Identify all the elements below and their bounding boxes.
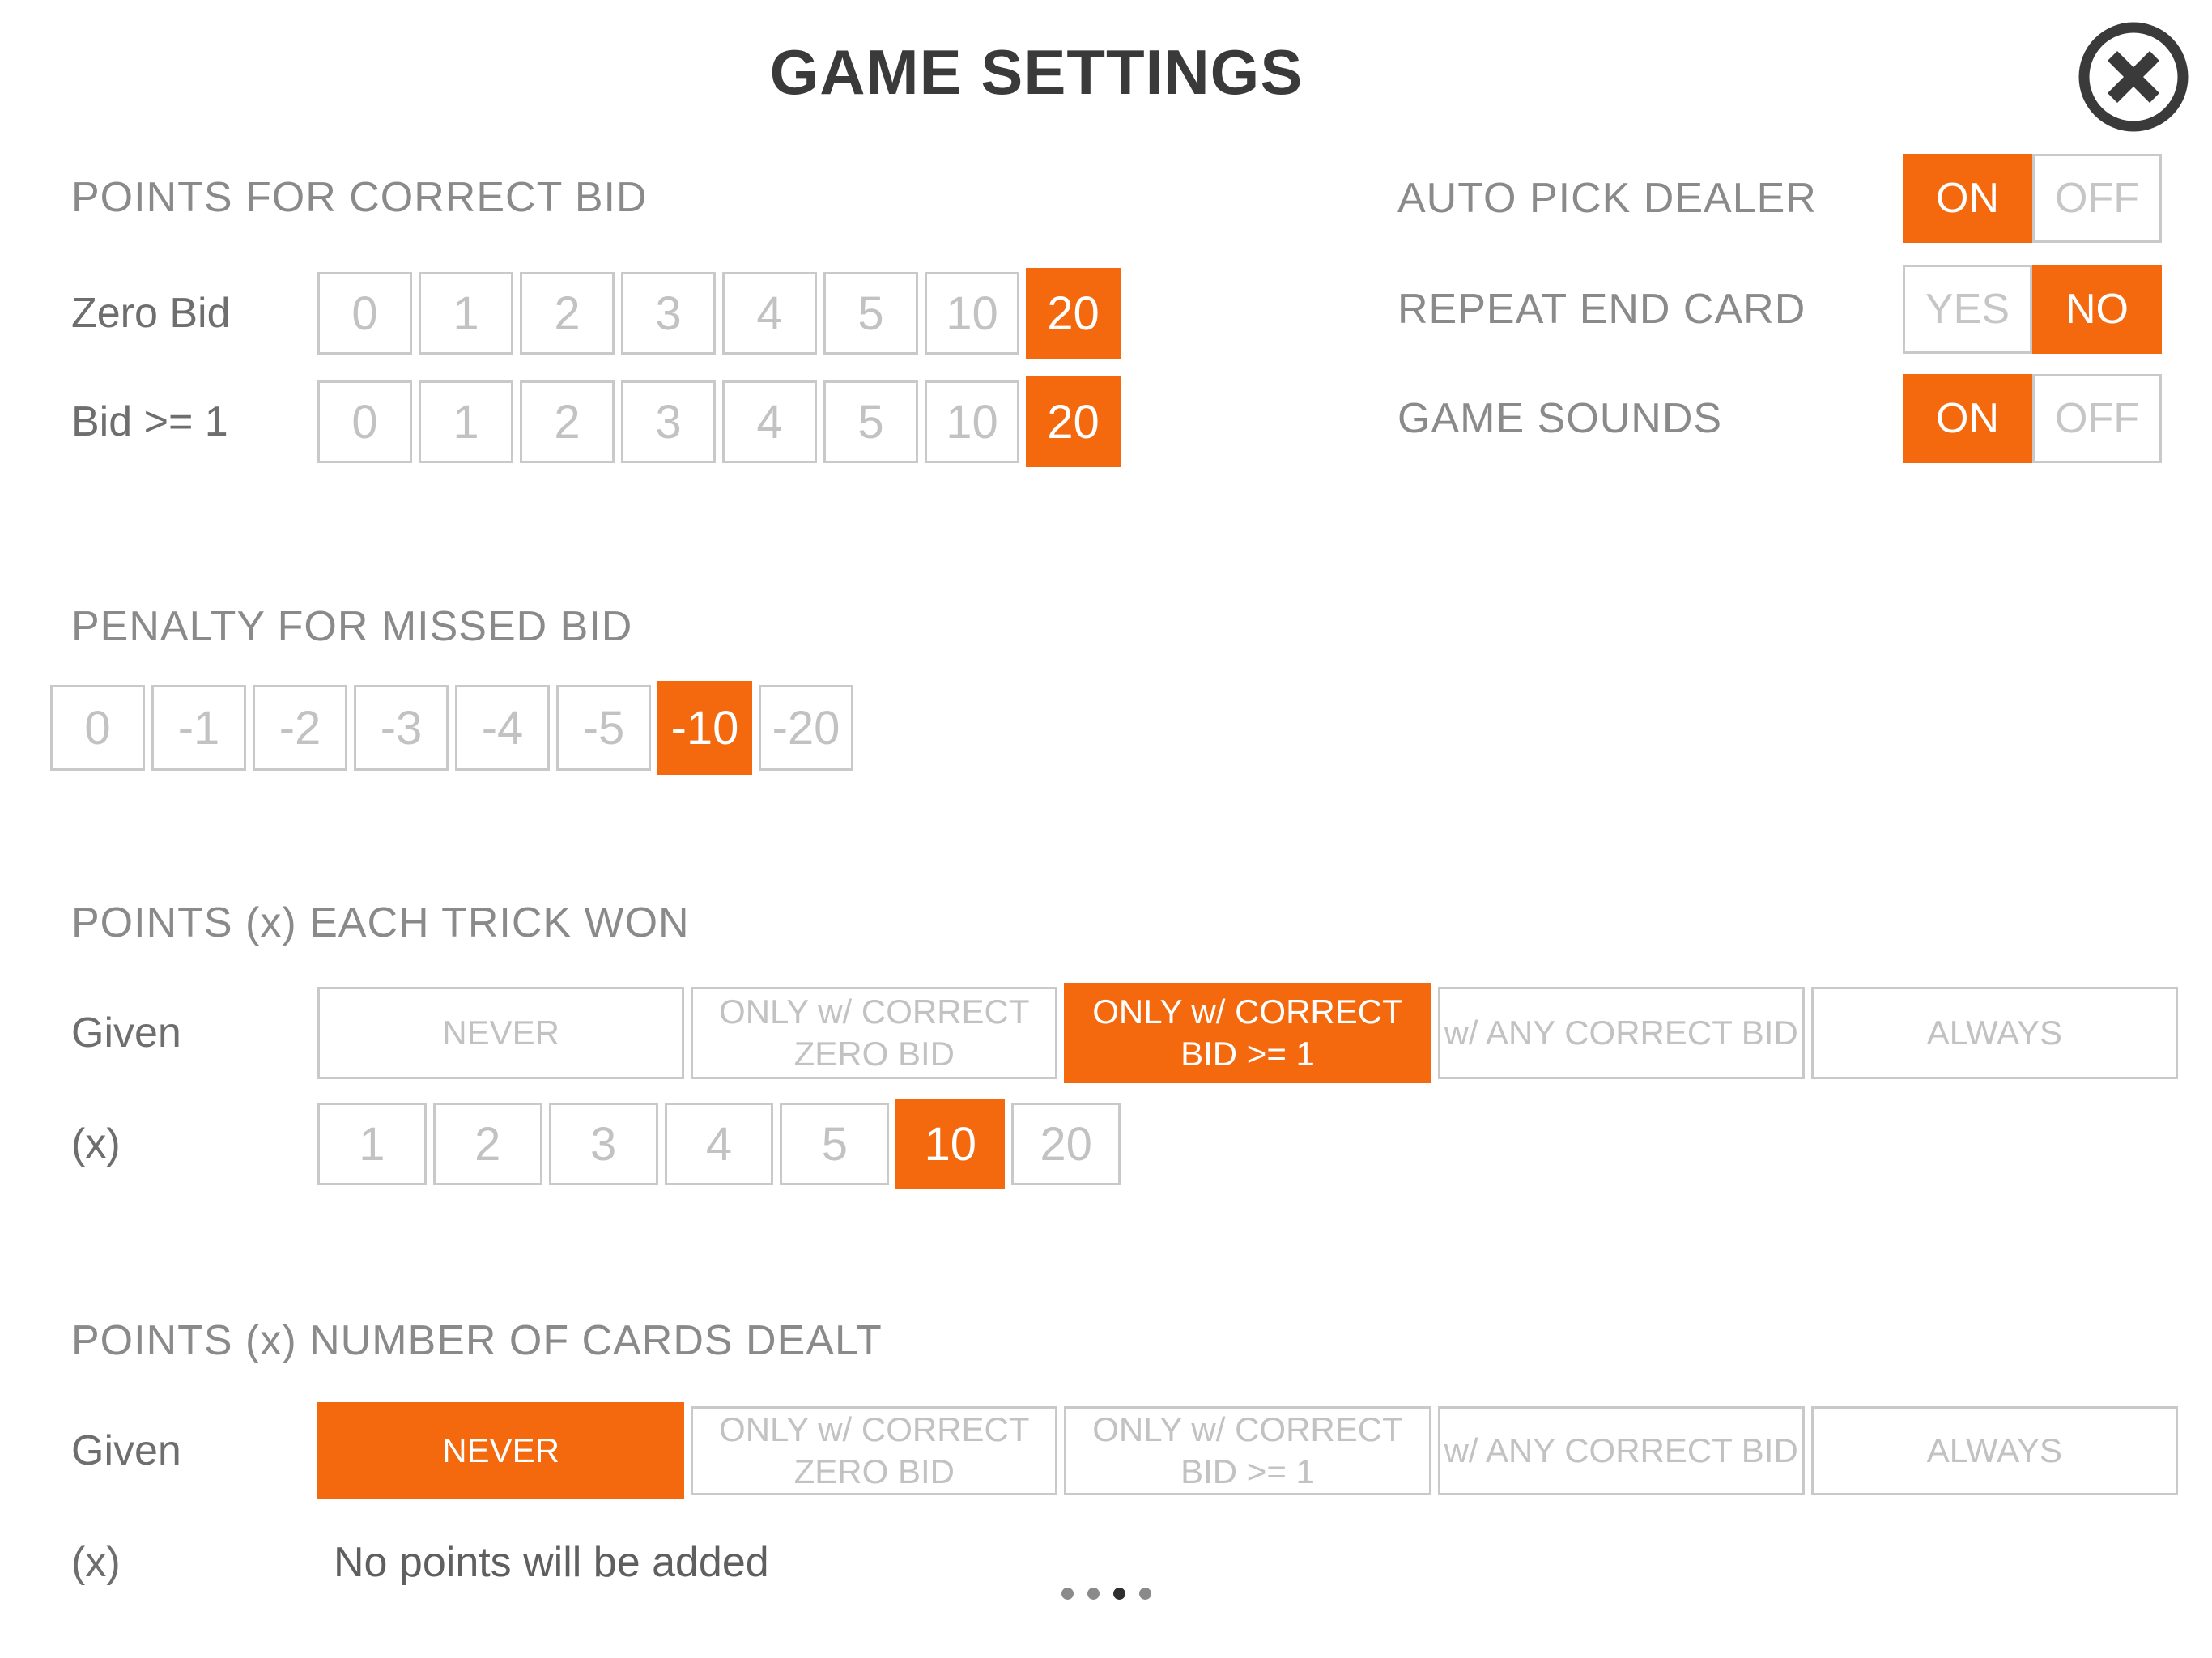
- auto-pick-dealer-toggle: ON OFF: [1903, 154, 2162, 243]
- cards-dealt-given-never-selected[interactable]: NEVER: [317, 1402, 685, 1499]
- cards-dealt-given-any-correct-bid[interactable]: w/ ANY CORRECT BID: [1437, 1406, 1805, 1495]
- penalty-option--5[interactable]: -5: [556, 685, 651, 771]
- page-dot-1[interactable]: [1061, 1588, 1074, 1600]
- cards-dealt-given-selector: NEVER ONLY w/ CORRECT ZERO BID ONLY w/ C…: [317, 1402, 2179, 1499]
- trick-won-given-never[interactable]: NEVER: [317, 987, 685, 1079]
- section-heading-cards-dealt: POINTS (x) NUMBER OF CARDS DEALT: [71, 1317, 883, 1364]
- penalty-option--20[interactable]: -20: [759, 685, 853, 771]
- zero-bid-option-3[interactable]: 3: [621, 272, 716, 355]
- trick-won-given-label: Given: [71, 1010, 181, 1056]
- penalty-option--2[interactable]: -2: [253, 685, 347, 771]
- penalty-option-0[interactable]: 0: [50, 685, 145, 771]
- bid-ge-1-option-2[interactable]: 2: [520, 380, 615, 463]
- penalty-option--4[interactable]: -4: [455, 685, 550, 771]
- repeat-end-card-no-selected[interactable]: NO: [2032, 265, 2162, 354]
- penalty-selector: 0 -1 -2 -3 -4 -5 -10 -20: [50, 681, 853, 775]
- bid-ge-1-label: Bid >= 1: [71, 398, 228, 445]
- bid-ge-1-selector: 0 1 2 3 4 5 10 20: [317, 376, 1121, 467]
- repeat-end-card-label: REPEAT END CARD: [1397, 286, 1806, 333]
- auto-pick-dealer-label: AUTO PICK DEALER: [1397, 175, 1817, 222]
- cards-dealt-given-only-correct-bid-ge-1[interactable]: ONLY w/ CORRECT BID >= 1: [1064, 1406, 1431, 1495]
- cards-dealt-given-label: Given: [71, 1427, 181, 1474]
- penalty-option--3[interactable]: -3: [354, 685, 449, 771]
- trick-won-given-selector: NEVER ONLY w/ CORRECT ZERO BID ONLY w/ C…: [317, 983, 2179, 1083]
- trick-won-multiplier-1[interactable]: 1: [317, 1103, 427, 1185]
- zero-bid-option-2[interactable]: 2: [520, 272, 615, 355]
- page-title: GAME SETTINGS: [769, 36, 1304, 108]
- page-dot-2[interactable]: [1087, 1588, 1100, 1600]
- close-button[interactable]: [2073, 16, 2194, 138]
- penalty-option--10-selected[interactable]: -10: [657, 681, 752, 775]
- trick-won-multiplier-selector: 1 2 3 4 5 10 20: [317, 1099, 1121, 1189]
- section-heading-penalty: PENALTY FOR MISSED BID: [71, 603, 633, 650]
- trick-won-given-any-correct-bid[interactable]: w/ ANY CORRECT BID: [1437, 987, 1805, 1079]
- page-dot-3-active[interactable]: [1113, 1588, 1125, 1600]
- section-heading-points-correct-bid: POINTS FOR CORRECT BID: [71, 174, 648, 221]
- page-indicator: [1061, 1588, 1151, 1600]
- trick-won-multiplier-20[interactable]: 20: [1011, 1103, 1121, 1185]
- game-sounds-on-selected[interactable]: ON: [1903, 374, 2032, 463]
- bid-ge-1-option-3[interactable]: 3: [621, 380, 716, 463]
- trick-won-given-only-correct-zero-bid[interactable]: ONLY w/ CORRECT ZERO BID: [691, 987, 1058, 1079]
- bid-ge-1-option-0[interactable]: 0: [317, 380, 412, 463]
- zero-bid-option-0[interactable]: 0: [317, 272, 412, 355]
- trick-won-multiplier-label: (x): [71, 1120, 121, 1167]
- trick-won-multiplier-10-selected[interactable]: 10: [895, 1099, 1006, 1189]
- repeat-end-card-yes[interactable]: YES: [1903, 265, 2032, 354]
- zero-bid-option-4[interactable]: 4: [722, 272, 817, 355]
- section-heading-trick-won: POINTS (x) EACH TRICK WON: [71, 899, 690, 946]
- zero-bid-label: Zero Bid: [71, 290, 231, 337]
- trick-won-multiplier-4[interactable]: 4: [664, 1103, 774, 1185]
- page-dot-4[interactable]: [1139, 1588, 1151, 1600]
- bid-ge-1-option-10[interactable]: 10: [925, 380, 1019, 463]
- bid-ge-1-option-5[interactable]: 5: [823, 380, 918, 463]
- bid-ge-1-option-1[interactable]: 1: [419, 380, 513, 463]
- trick-won-given-always[interactable]: ALWAYS: [1810, 987, 2179, 1079]
- close-icon: [2078, 22, 2189, 132]
- trick-won-multiplier-2[interactable]: 2: [432, 1103, 542, 1185]
- auto-pick-dealer-on-selected[interactable]: ON: [1903, 154, 2032, 243]
- game-sounds-toggle: ON OFF: [1903, 374, 2162, 463]
- cards-dealt-multiplier-label: (x): [71, 1539, 121, 1586]
- zero-bid-selector: 0 1 2 3 4 5 10 20: [317, 268, 1121, 359]
- bid-ge-1-option-4[interactable]: 4: [722, 380, 817, 463]
- cards-dealt-multiplier-note: No points will be added: [334, 1539, 769, 1586]
- zero-bid-option-20-selected[interactable]: 20: [1026, 268, 1121, 359]
- zero-bid-option-5[interactable]: 5: [823, 272, 918, 355]
- penalty-option--1[interactable]: -1: [151, 685, 246, 771]
- trick-won-multiplier-5[interactable]: 5: [780, 1103, 890, 1185]
- trick-won-multiplier-3[interactable]: 3: [548, 1103, 658, 1185]
- auto-pick-dealer-off[interactable]: OFF: [2032, 154, 2162, 243]
- zero-bid-option-10[interactable]: 10: [925, 272, 1019, 355]
- game-sounds-label: GAME SOUNDS: [1397, 395, 1723, 442]
- repeat-end-card-toggle: YES NO: [1903, 265, 2162, 354]
- cards-dealt-given-only-correct-zero-bid[interactable]: ONLY w/ CORRECT ZERO BID: [691, 1406, 1058, 1495]
- bid-ge-1-option-20-selected[interactable]: 20: [1026, 376, 1121, 467]
- cards-dealt-given-always[interactable]: ALWAYS: [1810, 1406, 2179, 1495]
- zero-bid-option-1[interactable]: 1: [419, 272, 513, 355]
- game-sounds-off[interactable]: OFF: [2032, 374, 2162, 463]
- trick-won-given-only-correct-bid-ge-1-selected[interactable]: ONLY w/ CORRECT BID >= 1: [1064, 983, 1431, 1083]
